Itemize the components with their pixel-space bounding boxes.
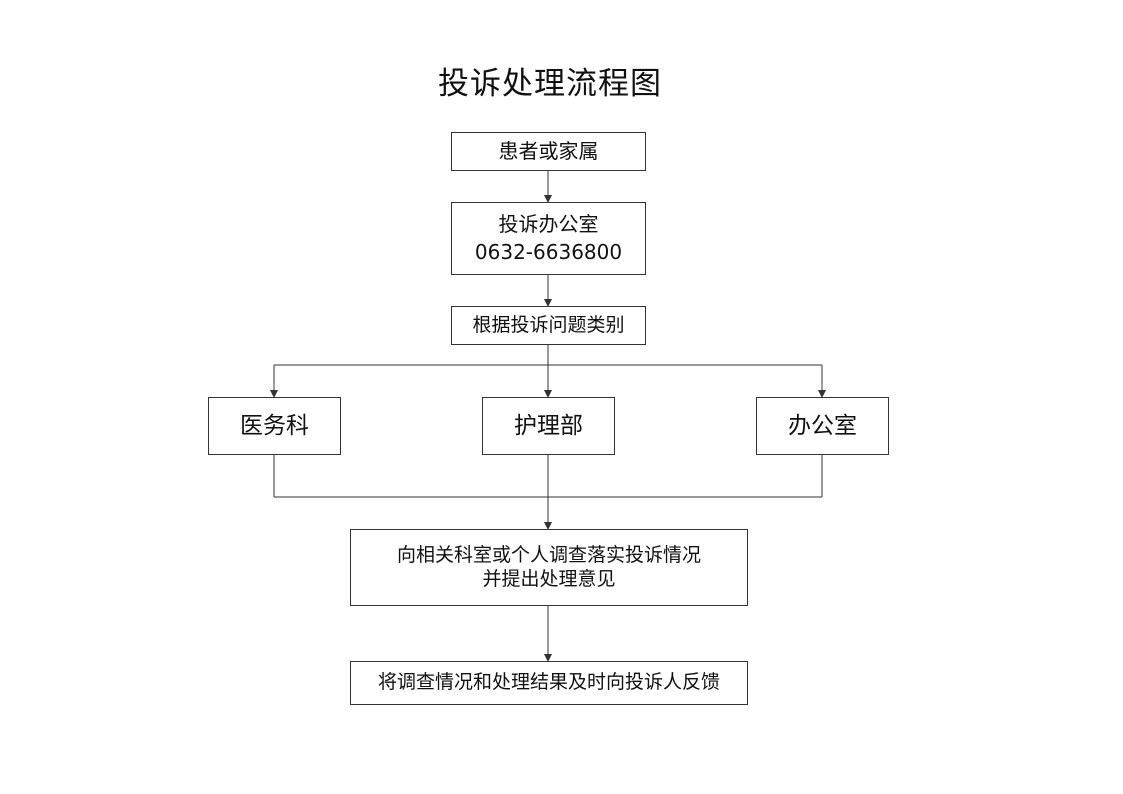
node-investigate-line2: 并提出处理意见: [482, 567, 616, 590]
page-title: 投诉处理流程图: [438, 66, 662, 102]
node-classify-label: 根据投诉问题类别: [472, 313, 625, 336]
node-feedback-label: 将调查情况和处理结果及时向投诉人反馈: [377, 671, 720, 694]
node-patient-label: 患者或家属: [498, 139, 599, 163]
node-dept-office-label: 办公室: [788, 412, 857, 439]
node-dept-nursing-label: 护理部: [514, 412, 583, 439]
node-investigate: 向相关科室或个人调查落实投诉情况 并提出处理意见: [350, 529, 748, 606]
node-dept-nursing: 护理部: [482, 397, 615, 455]
node-classify: 根据投诉问题类别: [451, 306, 646, 345]
node-dept-medical: 医务科: [208, 397, 341, 455]
node-investigate-line1: 向相关科室或个人调查落实投诉情况: [396, 543, 701, 566]
node-complaint-office: 投诉办公室 0632-6636800: [451, 202, 646, 275]
node-dept-medical-label: 医务科: [240, 412, 309, 439]
node-complaint-office-name: 投诉办公室: [498, 212, 599, 236]
node-complaint-office-phone: 0632-6636800: [474, 240, 623, 264]
node-feedback: 将调查情况和处理结果及时向投诉人反馈: [350, 661, 748, 705]
node-patient: 患者或家属: [451, 132, 646, 171]
node-dept-office: 办公室: [756, 397, 889, 455]
